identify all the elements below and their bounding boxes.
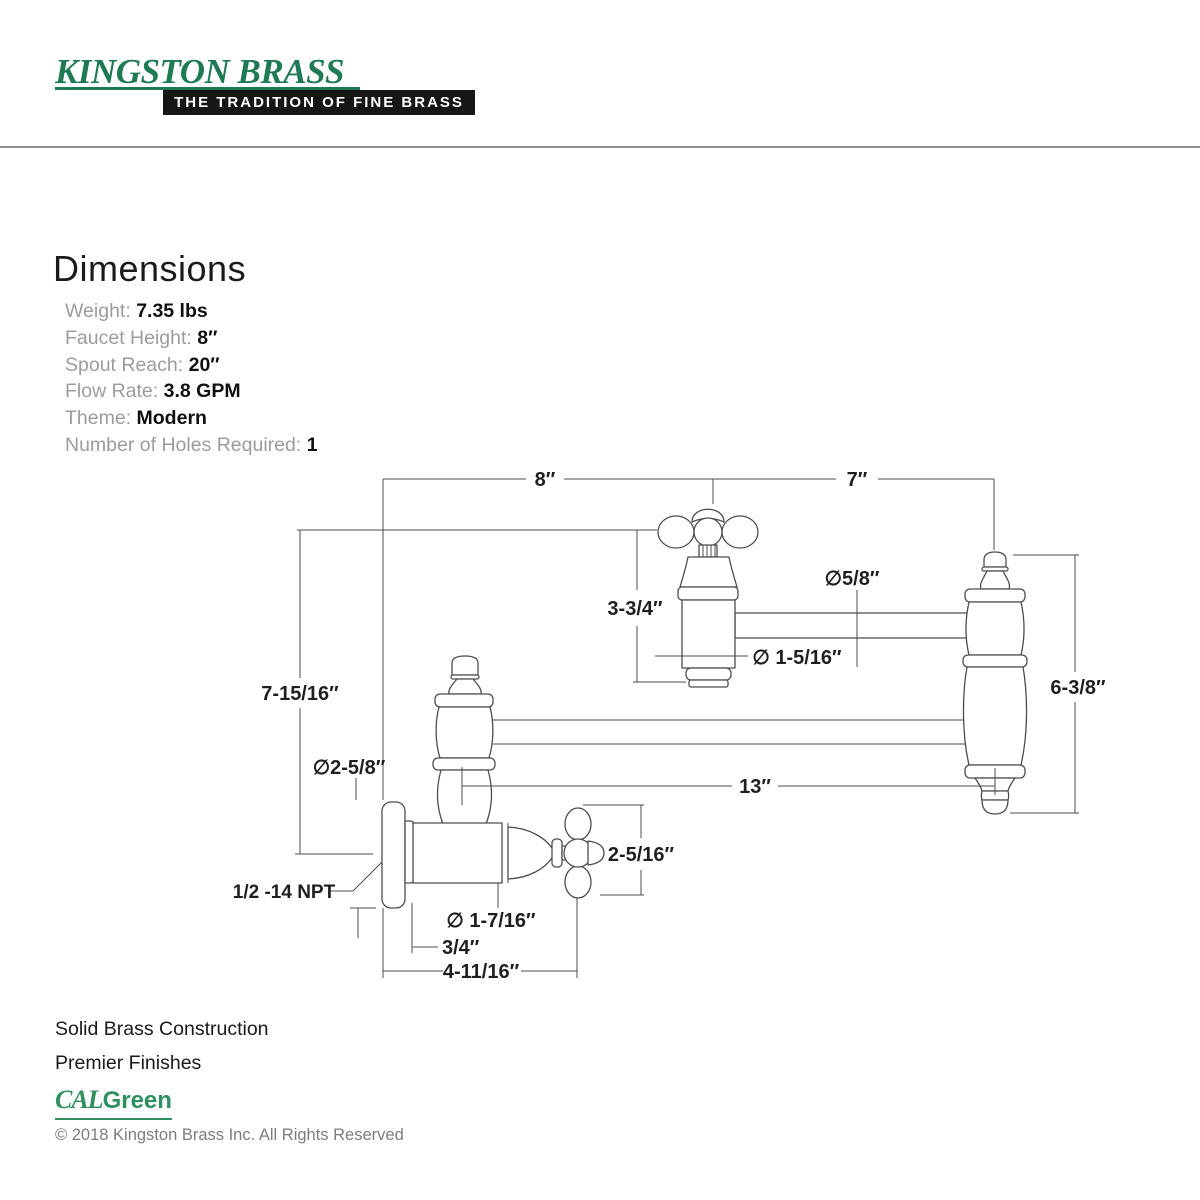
label-3-4: 3/4″ [442, 937, 480, 959]
spec-label: Number of Holes Required: [65, 433, 307, 456]
spec-row-holes: Number of Holes Required: 1 [65, 432, 318, 459]
spec-value: 8″ [197, 326, 218, 349]
dimension-lines [295, 478, 1079, 978]
pivot-column [432, 655, 496, 825]
pivot-finial [451, 655, 479, 676]
inlet-valve-band [501, 823, 509, 883]
calgreen-logo: CALGreen [55, 1085, 172, 1120]
pivot-top-collar [434, 693, 494, 708]
label-dia-2-5-8: ∅2-5/8″ [313, 757, 386, 779]
spec-label: Flow Rate: [65, 380, 164, 403]
handle-hub [693, 517, 723, 547]
copyright-text: © 2018 Kingston Brass Inc. All Rights Re… [55, 1126, 404, 1144]
valve-bottom-tip [688, 679, 729, 688]
label-4-11-16: 4-11/16″ [443, 961, 520, 983]
inlet-valve-body [412, 822, 503, 884]
side-handle-top-lobe [564, 807, 592, 841]
spout-upper-barrel [965, 601, 1025, 656]
label-dia-5-8: ∅5/8″ [825, 568, 880, 590]
brand-tagline-bar: THE TRADITION OF FINE BRASS [163, 90, 475, 115]
side-handle-bottom-lobe [564, 865, 592, 899]
spec-label: Weight: [65, 300, 137, 322]
handle-stem [698, 544, 718, 558]
wall-mount-valve-assembly [381, 801, 605, 909]
spec-list: Weight: 7.35 lbs Faucet Height: 8″ Spout… [65, 298, 318, 459]
spec-label: Theme: [65, 407, 137, 430]
footer-premier-finishes: Premier Finishes [55, 1052, 202, 1074]
lower-arm-pipe [493, 719, 965, 745]
label-8in: 8″ [535, 469, 556, 491]
spout-column [962, 551, 1028, 815]
wall-flange [381, 801, 406, 909]
calgreen-cal: CAL [55, 1085, 104, 1114]
handle-stem-knurl [702, 545, 716, 557]
spec-value: 3.8 GPM [163, 380, 241, 403]
spec-row-faucet-height: Faucet Height: 8″ [65, 325, 318, 352]
label-13in: 13″ [739, 776, 771, 798]
brand-logo: KINGSTON BRASS [55, 52, 345, 91]
valve-body [681, 599, 736, 669]
side-handle-ring [551, 838, 563, 868]
label-2-5-16: 2-5/16″ [608, 844, 675, 866]
handle-left-lobe [657, 515, 695, 549]
spec-row-theme: Theme: Modern [65, 405, 318, 432]
dim-line-2-5-16 [583, 804, 644, 896]
dim-line-13in [461, 767, 996, 805]
valve-collar [677, 586, 739, 601]
label-6-3-8: 6-3/8″ [1050, 677, 1106, 699]
calgreen-green: Green [102, 1087, 172, 1114]
dim-line-4-11-16 [383, 898, 578, 978]
dim-line-7-15-16 [295, 530, 373, 855]
upper-valve-assembly [657, 508, 759, 688]
spec-value: Modern [136, 407, 207, 430]
pivot-middle-ring [432, 757, 496, 771]
pivot-lower-barrel [436, 769, 493, 825]
valve-neck [679, 556, 738, 588]
leader-npt [330, 861, 383, 892]
header-divider [0, 146, 1200, 148]
spec-row-spout-reach: Spout Reach: 20″ [65, 352, 318, 379]
pivot-upper-barrel [435, 706, 494, 759]
dim-line-6-3-8 [1010, 554, 1079, 814]
handle-right-lobe [721, 515, 759, 549]
spout-lower-barrel [962, 666, 1028, 766]
dim-line-3-4 [350, 903, 438, 953]
label-7-15-16: 7-15/16″ [261, 683, 339, 705]
brand-underline [55, 87, 360, 90]
label-npt: 1/2 -14 NPT [233, 882, 336, 903]
spout-top-collar [964, 588, 1026, 603]
spout-finial [983, 551, 1007, 568]
brand-tagline: THE TRADITION OF FINE BRASS [174, 94, 464, 111]
spec-value: 1 [306, 433, 318, 456]
pivot-finial-neck [448, 678, 482, 695]
dim-line-3-3-4 [633, 530, 686, 683]
spec-label: Faucet Height: [65, 326, 198, 349]
valve-bottom-ring [685, 667, 732, 681]
label-7in: 7″ [847, 469, 868, 491]
spout-finial-neck [979, 570, 1011, 590]
upper-arm-pipe [734, 612, 968, 639]
spec-value: 20″ [188, 353, 220, 376]
label-dia-1-5-16: ∅ 1-5/16″ [752, 647, 842, 669]
side-handle-dome [587, 840, 605, 866]
spec-value: 7.35 lbs [136, 300, 208, 322]
spec-label: Spout Reach: [65, 353, 189, 376]
label-3-3-4: 3-3/4″ [607, 598, 663, 620]
dimension-labels: 8″ 7″ 3-3/4″ ∅5/8″ ∅ 1-5/16″ 7-15/16″ 6-… [233, 469, 1106, 983]
footer-solid-brass: Solid Brass Construction [55, 1018, 269, 1040]
inlet-valve-bullet-cap [507, 826, 554, 880]
technical-drawing: 8″ 7″ 3-3/4″ ∅5/8″ ∅ 1-5/16″ 7-15/16″ 6-… [233, 469, 1106, 983]
spout-middle-ring [962, 654, 1028, 668]
page-title: Dimensions [53, 248, 247, 289]
spec-row-weight: Weight: 7.35 lbs [65, 298, 318, 325]
label-dia-1-7-16: ∅ 1-7/16″ [446, 910, 536, 932]
spout-tip-end [981, 799, 1009, 815]
spec-row-flow-rate: Flow Rate: 3.8 GPM [65, 378, 318, 405]
